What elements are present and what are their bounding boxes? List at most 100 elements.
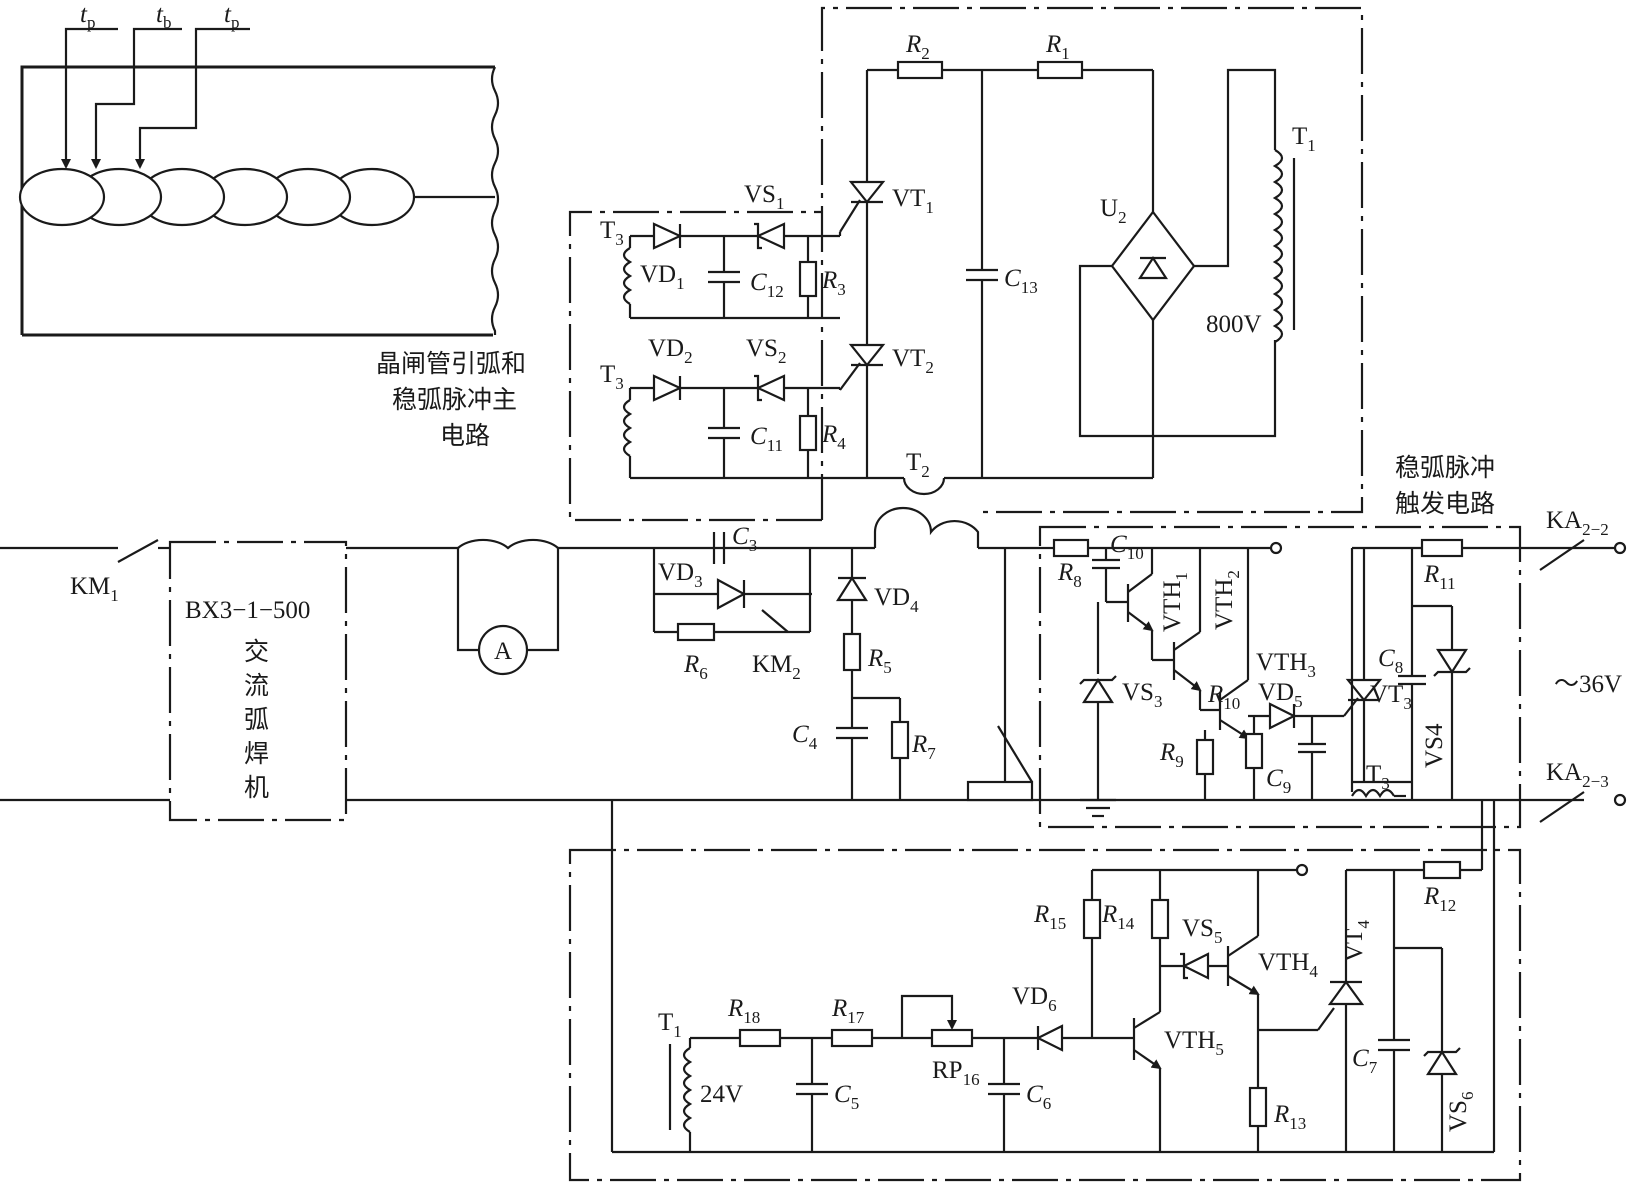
vd4-diode [835, 575, 869, 602]
vs6-zener [1425, 1049, 1459, 1076]
r12-label: R12 [1423, 883, 1456, 915]
r7-resistor [890, 720, 910, 760]
trigger-module-border [1038, 525, 1522, 829]
r11-resistor [1420, 538, 1464, 558]
c6-label: C6 [1026, 1081, 1051, 1113]
ka2-3-contact [1539, 791, 1585, 823]
vs5-label: VS5 [1182, 915, 1222, 947]
c12-label: C12 [750, 269, 784, 301]
r9-resistor [1195, 738, 1215, 776]
vs2-label: VS2 [746, 335, 786, 367]
vs3-zener [1081, 677, 1115, 704]
trigger-pulse-circuit: R8 C10 VTH1 VTH2 VS3 VTH3 [1040, 531, 1627, 818]
svg-text:交: 交 [244, 637, 269, 666]
c4-label: C4 [792, 721, 818, 753]
trigger-circuit-caption-line1: 稳弧脉冲 [1395, 453, 1495, 482]
r15-resistor [1082, 898, 1102, 940]
rp16-potentiometer [930, 1028, 974, 1048]
trigger-circuit-caption-line2: 触发电路 [1395, 489, 1495, 518]
vd4-label: VD4 [874, 584, 919, 616]
main-circuit-caption-line1: 晶闸管引弧和 [376, 349, 526, 378]
vd3-diode [716, 578, 747, 610]
vs1-zener [755, 222, 786, 250]
r6-resistor [676, 622, 716, 642]
vth4-label: VTH4 [1258, 949, 1318, 981]
ka2-2-contact [1539, 539, 1585, 571]
vd2-diode [652, 374, 683, 402]
ka2-3-label: KA2−3 [1546, 759, 1609, 791]
main-circuit-caption-line2: 稳弧脉冲主 [392, 385, 517, 414]
vd3-label: VD3 [658, 559, 703, 591]
vth2-label: VTH2 [1211, 570, 1243, 630]
r11-label: R11 [1423, 561, 1456, 593]
r18-resistor [738, 1028, 782, 1048]
vth1-label: VTH1 [1159, 572, 1191, 632]
r2-label: R2 [905, 31, 930, 63]
vs2-zener [755, 374, 786, 402]
t1-top-label: T1 [1292, 123, 1316, 155]
r10-resistor [1244, 732, 1264, 770]
c8-label: C8 [1378, 645, 1403, 677]
mains-input: KM1 [0, 539, 170, 802]
ammeter-label: A [494, 638, 512, 665]
svg-text:弧: 弧 [244, 705, 269, 734]
t1-bottom-label: T1 [658, 1009, 682, 1041]
c3-vd3-km2-network: C3 VD3 R6 KM2 [652, 523, 812, 683]
timer-circuit: R12 T1 24V R18 C5 R17 RP16 C6 [610, 800, 1496, 1154]
vd5-label: VD5 [1258, 679, 1303, 711]
svg-text:流: 流 [244, 671, 269, 700]
vt4-thyristor [1327, 980, 1365, 1006]
rp16-label: RP16 [932, 1057, 980, 1089]
main-circuit-caption-line3: 电路 [440, 421, 490, 450]
ammeter-ct: A [456, 538, 560, 676]
r1-resistor [1036, 60, 1084, 80]
km1-contact [117, 539, 159, 563]
vd4-r5-c4-r7-branch: VD4 R5 C4 R7 [792, 548, 936, 800]
r4-resistor [798, 414, 818, 452]
vs3-label: VS3 [1122, 679, 1162, 711]
r7-label: R7 [911, 731, 936, 763]
vd6-label: VD6 [1012, 983, 1057, 1015]
weld-bead-diagram: tp tb tp [18, 1, 500, 337]
c11-label: C11 [750, 423, 783, 455]
relay-contact [966, 548, 1034, 802]
main-circuit-border [568, 6, 1364, 522]
r17-label: R17 [831, 995, 865, 1027]
r2-resistor [896, 60, 944, 80]
c7-label: C7 [1352, 1045, 1378, 1077]
svg-text:机: 机 [244, 773, 269, 802]
ac-arc-welder: BX3−1−500 交 流 弧 焊 机 [168, 540, 348, 822]
t2-transformer: T2 [873, 449, 1040, 550]
ka2-2-label: KA2−2 [1546, 507, 1609, 539]
km2-contact [761, 609, 789, 633]
c5-label: C5 [834, 1081, 859, 1113]
r13-label: R13 [1273, 1101, 1306, 1133]
vs5-zener [1181, 952, 1210, 980]
vd1-label: VD1 [640, 261, 685, 293]
vd1-diode [652, 222, 683, 250]
r3-label: R3 [821, 267, 846, 299]
r4-label: R4 [821, 421, 846, 453]
vt3-thyristor [1345, 678, 1383, 702]
terminal [1269, 541, 1283, 555]
r15-label: R15 [1033, 901, 1066, 933]
vs4-label: VS4 [1421, 723, 1448, 768]
r8-resistor [1052, 538, 1090, 558]
vt2-thyristor [848, 343, 886, 367]
mains-36v-label: ～36V [1554, 671, 1622, 698]
vt1-label: VT1 [892, 185, 934, 217]
vt2-label: VT2 [892, 345, 934, 377]
c10-label: C10 [1110, 531, 1144, 563]
r3-resistor [798, 260, 818, 298]
vd2-label: VD2 [648, 335, 693, 367]
c3-label: C3 [732, 523, 757, 555]
r9-label: R9 [1159, 739, 1184, 771]
r1-label: R1 [1045, 31, 1070, 63]
vth3-label: VTH3 [1256, 649, 1316, 681]
c13-label: C13 [1004, 265, 1038, 297]
r5-resistor [842, 632, 862, 672]
vd6-diode [1035, 1024, 1064, 1052]
t2-label: T2 [906, 449, 930, 481]
c9-label: C9 [1266, 765, 1291, 797]
